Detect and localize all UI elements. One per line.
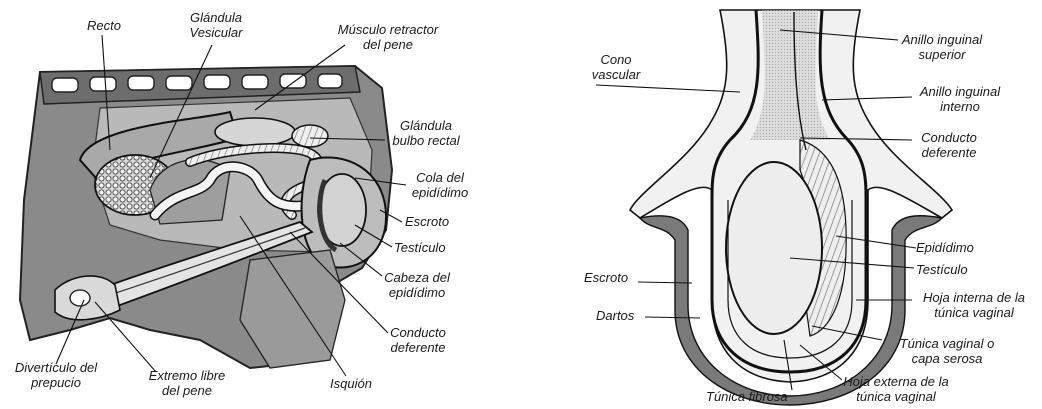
label-tunica-fibrosa-text: Túnica fibrosa (706, 389, 788, 404)
label-anillo-inguinal-interno: Anillo inguinal interno (910, 84, 1010, 114)
label-cola-epididimo-line1: Cola del (404, 170, 476, 185)
label-recto: Recto (82, 18, 126, 33)
label-escroto-right-text: Escroto (584, 270, 628, 285)
label-anillo-interno-line1: Anillo inguinal (910, 84, 1010, 99)
label-hoja-interna: Hoja interna de la túnica vaginal (912, 290, 1036, 320)
label-dartos: Dartos (596, 308, 634, 323)
label-anillo-interno-line2: interno (910, 99, 1010, 114)
label-dartos-text: Dartos (596, 308, 634, 323)
label-hoja-externa-line1: Hoja externa de la (834, 374, 958, 389)
label-cabeza-epididimo-line1: Cabeza del (378, 270, 456, 285)
label-extremo-libre-line2: del pene (138, 383, 236, 398)
label-glandula-vesicular: Glándula Vesicular (178, 10, 254, 40)
label-glandula-vesicular-line1: Glándula (178, 10, 254, 25)
label-isquion-text: Isquión (330, 376, 372, 391)
label-cono-vascular: Cono vascular (588, 52, 644, 82)
label-cabeza-epididimo: Cabeza del epidídimo (378, 270, 456, 300)
label-diverticulo-line2: prepucio (4, 375, 108, 390)
label-glandula-bulbo-line1: Glándula (384, 118, 468, 133)
bulbourethral-gland-shape (215, 118, 295, 146)
label-hoja-interna-line2: túnica vaginal (912, 305, 1036, 320)
label-epididimo-right: Epidídimo (916, 240, 974, 255)
label-isquion: Isquión (330, 376, 372, 391)
label-tunica-vaginal: Túnica vaginal o capa serosa (888, 336, 1006, 366)
label-musculo-retractor-line1: Músculo retractor (328, 22, 448, 37)
label-tunica-fibrosa: Túnica fibrosa (706, 389, 788, 404)
label-cono-vascular-line1: Cono (588, 52, 644, 67)
label-extremo-libre-line1: Extremo libre (138, 368, 236, 383)
label-conducto-deferente-right-line2: deferente (912, 145, 986, 160)
label-conducto-deferente-left: Conducto deferente (382, 325, 454, 355)
label-cola-epididimo-line2: epidídimo (404, 185, 476, 200)
label-escroto-right: Escroto (584, 270, 628, 285)
label-testiculo-right: Testículo (916, 262, 968, 277)
label-glandula-vesicular-line2: Vesicular (178, 25, 254, 40)
label-testiculo-left: Testículo (394, 240, 446, 255)
label-conducto-deferente-left-line1: Conducto (382, 325, 454, 340)
label-hoja-externa-line2: túnica vaginal (834, 389, 958, 404)
label-anillo-inguinal-superior: Anillo inguinal superior (892, 32, 992, 62)
testis-right-shape (726, 162, 822, 334)
label-tunica-vaginal-line2: capa serosa (888, 351, 1006, 366)
label-cola-epididimo: Cola del epidídimo (404, 170, 476, 200)
label-testiculo-left-text: Testículo (394, 240, 446, 255)
label-anillo-superior-line2: superior (892, 47, 992, 62)
label-epididimo-right-text: Epidídimo (916, 240, 974, 255)
label-musculo-retractor: Músculo retractor del pene (328, 22, 448, 52)
label-escroto-left: Escroto (405, 214, 449, 229)
label-glandula-bulbo-line2: bulbo rectal (384, 133, 468, 148)
label-musculo-retractor-line2: del pene (328, 37, 448, 52)
label-hoja-interna-line1: Hoja interna de la (912, 290, 1036, 305)
label-hoja-externa: Hoja externa de la túnica vaginal (834, 374, 958, 404)
label-escroto-left-text: Escroto (405, 214, 449, 229)
label-cabeza-epididimo-line2: epidídimo (378, 285, 456, 300)
label-cono-vascular-line2: vascular (588, 67, 644, 82)
label-extremo-libre: Extremo libre del pene (138, 368, 236, 398)
label-diverticulo-line1: Divertículo del (4, 360, 108, 375)
label-conducto-deferente-right-line1: Conducto (912, 130, 986, 145)
striped-coil (292, 125, 328, 147)
label-tunica-vaginal-line1: Túnica vaginal o (888, 336, 1006, 351)
label-anillo-superior-line1: Anillo inguinal (892, 32, 992, 47)
label-diverticulo-prepucio: Divertículo del prepucio (4, 360, 108, 390)
label-testiculo-right-text: Testículo (916, 262, 968, 277)
label-conducto-deferente-right: Conducto deferente (912, 130, 986, 160)
label-glandula-bulbo-rectal: Glándula bulbo rectal (384, 118, 468, 148)
label-conducto-deferente-left-line2: deferente (382, 340, 454, 355)
label-recto-text: Recto (87, 18, 121, 33)
